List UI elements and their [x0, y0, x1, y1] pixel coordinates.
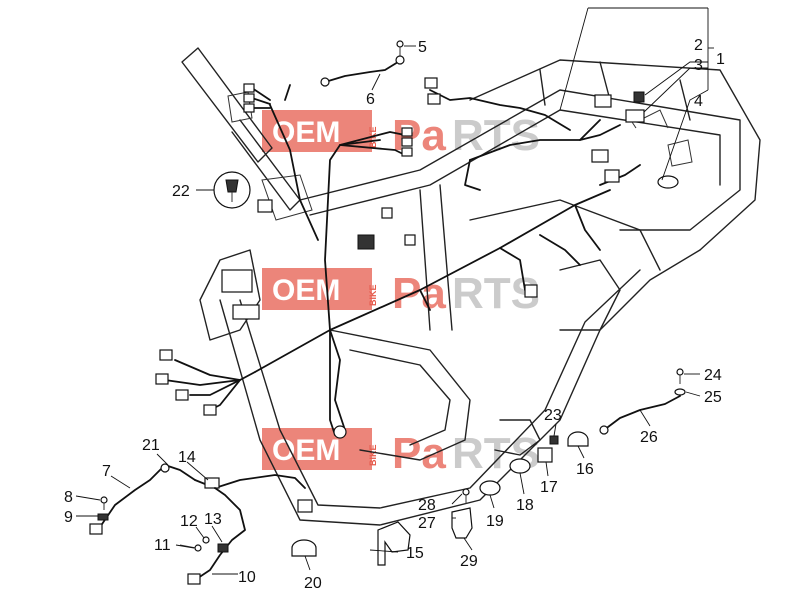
part-25-washer [674, 388, 686, 396]
callout-28: 28 [418, 497, 436, 514]
callout-3: 3 [694, 57, 703, 74]
callout-13: 13 [204, 511, 222, 528]
callout-10: 10 [238, 569, 256, 586]
callout-7: 7 [102, 463, 111, 480]
part-6-ground-cable [320, 55, 405, 87]
callout-16: 16 [576, 461, 594, 478]
part-13-clip [217, 543, 229, 553]
callout-20: 20 [304, 575, 322, 592]
callout-18: 18 [516, 497, 534, 514]
watermark-oem-text: OEM [272, 274, 340, 307]
part-28-screw [462, 488, 470, 504]
callout-22: 22 [172, 183, 190, 200]
callout-17: 17 [540, 479, 558, 496]
callout-15: 15 [406, 545, 424, 562]
callout-21: 21 [142, 437, 160, 454]
callout-14: 14 [178, 449, 196, 466]
watermark-rts-text: RTS [452, 111, 540, 160]
part-20-clamp [291, 539, 317, 557]
callout-9: 9 [64, 509, 73, 526]
callout-5: 5 [418, 39, 427, 56]
part-22-fuse-holder [213, 171, 251, 209]
callout-6: 6 [366, 91, 375, 108]
watermark-bike-text: BIKE [368, 444, 378, 466]
callout-25: 25 [704, 389, 722, 406]
callout-4: 4 [694, 93, 703, 110]
callout-29: 29 [460, 553, 478, 570]
part-23-clip [549, 435, 559, 445]
part-7-harness-front [89, 463, 196, 535]
callout-2: 2 [694, 37, 703, 54]
part-18-clamp-ring [509, 458, 531, 474]
watermark-2: OEM BIKE Pa RTS [262, 268, 540, 318]
watermark-pa-text: Pa [392, 429, 446, 478]
callout-12: 12 [180, 513, 198, 530]
part-10-harness-lower [187, 487, 246, 585]
callout-23: 23 [544, 407, 562, 424]
part-17-connector [537, 447, 553, 463]
leader-lines [75, 7, 714, 575]
watermark-bike-text: BIKE [368, 284, 378, 306]
part-12-screw [202, 536, 210, 544]
part-27-29-bracket [451, 507, 473, 539]
part-14-harness [194, 474, 313, 513]
callout-8: 8 [64, 489, 73, 506]
watermark-1: OEM BIKE Pa RTS [262, 110, 540, 160]
part-3-relay [625, 109, 645, 129]
callout-19: 19 [486, 513, 504, 530]
callout-24: 24 [704, 367, 722, 384]
callout-26: 26 [640, 429, 658, 446]
harness-clamp-ring [657, 175, 679, 189]
callout-11: 11 [154, 537, 171, 554]
watermark-oem-text: OEM [272, 116, 340, 149]
part-24-bolt [676, 368, 684, 384]
part-16-clamp [567, 431, 589, 447]
part-2-relay [633, 91, 645, 103]
part-5-bolt [396, 40, 404, 56]
part-9-clip [97, 513, 109, 521]
part-19-clamp-ring [479, 480, 501, 496]
harness-connectors [155, 77, 620, 439]
watermark-3: OEM BIKE Pa RTS [262, 428, 540, 478]
watermark-pa-text: Pa [392, 269, 446, 318]
callout-labels: 1 2 3 4 5 6 7 8 9 10 11 12 13 14 15 16 1… [64, 37, 725, 592]
scooter-frame [181, 47, 761, 526]
callout-27: 27 [418, 515, 436, 532]
part-8-screw [100, 496, 108, 510]
callout-1: 1 [716, 51, 725, 68]
watermark-pa-text: Pa [392, 111, 446, 160]
watermark-oem-text: OEM [272, 434, 340, 467]
